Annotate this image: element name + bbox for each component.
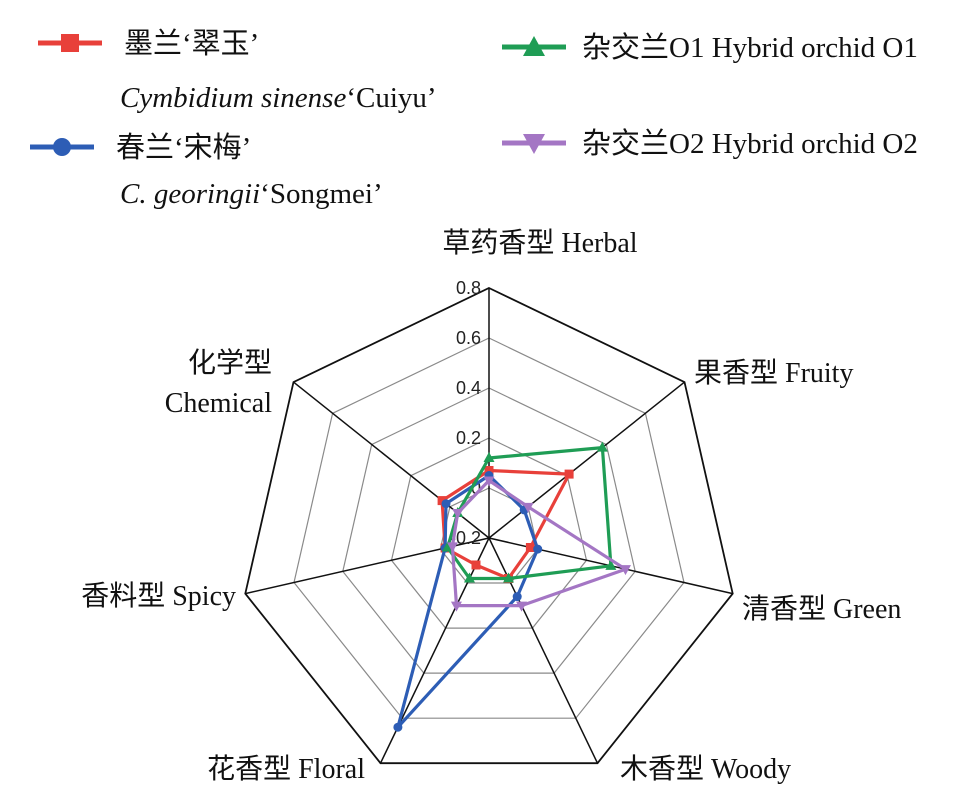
axis-label: 草药香型 Herbal <box>442 227 637 259</box>
radar-spokes <box>245 288 733 764</box>
axis-spoke <box>488 381 685 539</box>
legend-marker-square-icon <box>38 34 102 52</box>
data-point <box>442 541 454 552</box>
axis-label: 木香型 Woody <box>620 753 791 785</box>
legend-item-cuiyu[interactable]: 墨兰‘翠玉’ <box>34 26 259 62</box>
data-point <box>483 452 495 462</box>
legend: 墨兰‘翠玉’ Cymbidium sinense‘Cuiyu’ 春兰‘宋梅’ C… <box>0 0 966 220</box>
radar-series <box>393 441 631 732</box>
data-point <box>452 509 464 520</box>
data-point <box>564 469 574 479</box>
grid-ring <box>439 487 539 584</box>
data-point <box>516 601 528 612</box>
legend-sub-cuiyu: Cymbidium sinense‘Cuiyu’ <box>120 80 437 116</box>
data-point <box>446 542 458 553</box>
legend-label-o2: 杂交兰O2 Hybrid orchid O2 <box>582 128 918 160</box>
tick-label: 0 <box>471 478 481 498</box>
legend-label-cuiyu: 墨兰‘翠玉’ <box>124 28 260 60</box>
tick-label: -0.2 <box>450 528 481 548</box>
legend-sub-songmei: C. georingii‘Songmei’ <box>120 176 383 212</box>
axis-label: Chemical <box>165 388 273 419</box>
legend-marker-circle-icon <box>30 138 94 156</box>
grid-ring <box>342 387 636 674</box>
legend-label-songmei: 春兰‘宋梅’ <box>116 132 252 164</box>
legend-marker-triangle-up-icon <box>502 36 566 56</box>
legend-cultivar-songmei: ‘Songmei’ <box>260 178 383 210</box>
data-point <box>450 601 462 612</box>
data-point <box>619 565 631 576</box>
data-point <box>605 559 617 570</box>
axis-spoke <box>488 537 599 764</box>
series-line <box>396 473 540 729</box>
series-line <box>440 468 571 581</box>
data-point <box>512 592 522 602</box>
axis-label: 香料型 Spicy <box>81 580 236 612</box>
legend-item-o1[interactable]: 杂交兰O1 Hybrid orchid O1 <box>498 30 918 66</box>
data-point <box>596 441 608 452</box>
data-point <box>484 466 494 475</box>
radar-axis-labels: 草药香型 Herbal 果香型 Fruity 清香型 Green 木香型 Woody 花… <box>81 227 901 785</box>
axis-label: 果香型 Fruity <box>694 357 853 389</box>
legend-item-songmei[interactable]: 春兰‘宋梅’ <box>26 130 251 166</box>
legend-item-o2[interactable]: 杂交兰O2 Hybrid orchid O2 <box>498 126 918 162</box>
radar-grid <box>244 287 734 765</box>
axis-label: 花香型 Floral <box>207 753 365 785</box>
legend-cultivar-cuiyu: ‘Cuiyu’ <box>346 82 437 114</box>
tick-label: 0.4 <box>456 378 481 398</box>
data-point <box>471 560 481 570</box>
tick-label: 0.6 <box>456 328 481 348</box>
grid-ring <box>293 337 685 719</box>
tick-label: 0.8 <box>456 278 481 298</box>
data-point <box>393 722 403 732</box>
data-point <box>437 496 447 506</box>
legend-latin-songmei: C. georingii <box>120 178 261 210</box>
data-point <box>533 544 543 554</box>
data-point <box>525 543 535 552</box>
legend-latin-cuiyu: Cymbidium sinense <box>120 82 347 114</box>
grid-ring <box>244 287 734 765</box>
axis-label: 化学型 <box>188 347 272 379</box>
legend-label-o1: 杂交兰O1 Hybrid orchid O1 <box>582 32 918 64</box>
data-point <box>503 572 515 583</box>
data-point <box>522 502 534 513</box>
series-line <box>450 478 628 608</box>
radar-tick-labels: -0.2 0 0.2 0.4 0.6 0.8 <box>450 278 481 548</box>
series-4 <box>446 476 631 612</box>
axis-label: 清香型 Green <box>742 593 901 625</box>
data-point <box>441 499 451 509</box>
data-point <box>483 476 495 487</box>
legend-marker-triangle-down-icon <box>502 134 566 154</box>
data-point <box>463 572 475 583</box>
tick-label: 0.2 <box>456 428 481 448</box>
